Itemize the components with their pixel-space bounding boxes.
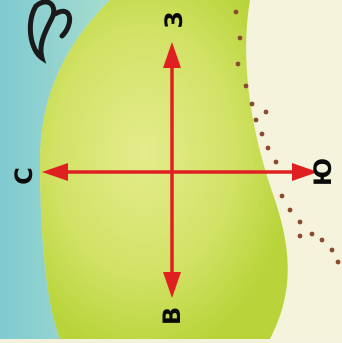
compass-label-west: С	[4, 156, 44, 196]
compass-label-south: В	[152, 296, 192, 336]
compass-label-east: Ю	[303, 152, 342, 192]
compass-label-north: З	[154, 0, 194, 40]
